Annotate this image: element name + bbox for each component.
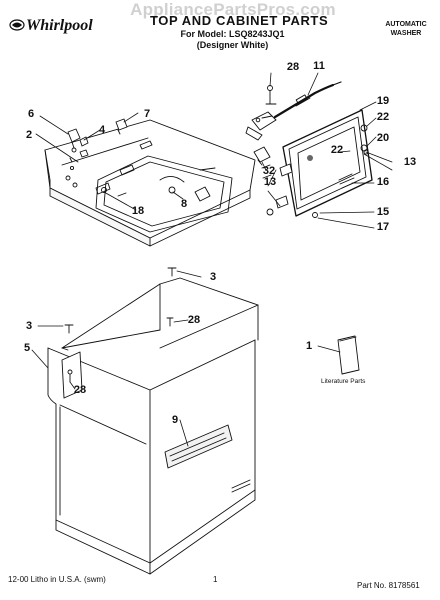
callout-20-hinge-pin: 20 <box>376 132 390 144</box>
callout-13-screw: 13 <box>403 156 417 168</box>
callout-17-screw: 17 <box>376 221 390 233</box>
watermark-text: AppliancePartsPros.com <box>130 0 336 19</box>
callout-18-bumper: 18 <box>131 205 145 217</box>
lid-latch <box>253 146 271 166</box>
callout-22-bumper-inner: 22 <box>330 144 344 156</box>
cabinet-top-panel <box>44 119 256 247</box>
callout-32-latch: 32 <box>262 165 276 177</box>
callout-1-literature: 1 <box>305 340 313 352</box>
callout-4-grommet: 4 <box>98 124 106 136</box>
model-line: For Model: LSQ8243JQ1 <box>180 29 285 39</box>
whirlpool-logo: Whirlpool <box>9 14 104 41</box>
callout-3-screw: 3 <box>209 271 217 283</box>
page-number: 1 <box>213 575 218 584</box>
cabinet-body <box>47 339 256 575</box>
lid-assembly <box>261 109 373 218</box>
literature-parts-label: Literature Parts <box>321 378 366 385</box>
literature-parts-booklet <box>337 335 360 375</box>
title-block: TOP AND CABINET PARTS For Model: LSQ8243… <box>150 13 329 51</box>
callout-28-cabinet-screw: 28 <box>73 384 87 396</box>
callout-5-cabinet: 5 <box>23 342 31 354</box>
callout-11-wire-harness: 11 <box>313 60 325 72</box>
callout-28-frame-screw: 28 <box>187 314 201 326</box>
leader-lines <box>31 72 393 447</box>
page-title: TOP AND CABINET PARTS <box>150 13 329 28</box>
print-info: 12-00 Litho in U.S.A. (swm) <box>8 575 106 584</box>
product-type: AUTOMATIC WASHER <box>376 20 436 38</box>
svg-text:Whirlpool: Whirlpool <box>26 17 93 34</box>
callout-9-panel: 9 <box>171 414 179 426</box>
callout-3-screw-left: 3 <box>25 320 33 332</box>
small-parts-left <box>67 118 128 163</box>
callout-28-hinge-screw: 28 <box>286 61 300 73</box>
callout-19-lid: 19 <box>376 95 390 107</box>
callout-22-bumper: 22 <box>376 111 390 123</box>
callout-6-bracket: 6 <box>27 108 35 120</box>
callout-16-lid-frame: 16 <box>376 176 390 188</box>
callout-7-clip: 7 <box>143 108 151 120</box>
callout-8-switch: 8 <box>180 198 188 210</box>
part-number: Part No. 8178561 <box>357 581 420 590</box>
callout-13-screw-left: 13 <box>263 176 277 188</box>
callout-15-clip: 15 <box>376 206 390 218</box>
product-type-line2: WASHER <box>390 30 422 37</box>
callout-2-top-panel: 2 <box>25 129 33 141</box>
screws <box>64 267 177 334</box>
product-type-line1: AUTOMATIC <box>385 21 427 28</box>
variant-line: (Designer White) <box>196 40 269 50</box>
cabinet-frame <box>61 277 259 351</box>
hinge-and-wire-harness <box>245 81 342 141</box>
